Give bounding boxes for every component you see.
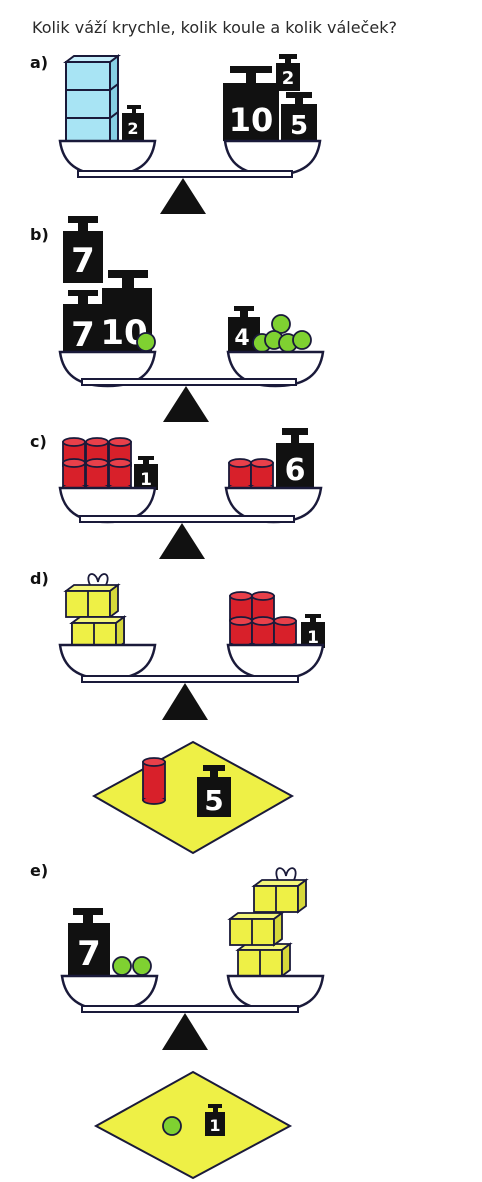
beam-b bbox=[81, 378, 297, 386]
weight-a-right-5: 5 bbox=[281, 92, 317, 142]
weight-diamond-e-1: 1 bbox=[205, 1104, 225, 1136]
weight-label: 7 bbox=[77, 934, 101, 974]
cylinder-group-c-right bbox=[228, 458, 274, 492]
page-title: Kolik váží krychle, kolik koule a kolik … bbox=[32, 18, 397, 37]
fulcrum-e bbox=[162, 1013, 208, 1050]
pan-right-a bbox=[223, 139, 322, 177]
cylinder-group-d bbox=[229, 591, 297, 650]
weight-e-7: 7 bbox=[68, 908, 110, 977]
pan-left-d bbox=[58, 643, 157, 681]
pan-right-d bbox=[226, 643, 325, 681]
weight-label: 2 bbox=[282, 68, 295, 89]
weight-label: 5 bbox=[204, 784, 223, 817]
cube-stack-a bbox=[63, 54, 121, 148]
part-label-a: a) bbox=[30, 53, 48, 72]
weight-b-4: 4 bbox=[228, 306, 260, 353]
part-label-b: b) bbox=[30, 225, 49, 244]
fulcrum-d bbox=[162, 683, 208, 720]
part-label-d: d) bbox=[30, 569, 49, 588]
pan-right-e bbox=[226, 974, 325, 1012]
fulcrum-c bbox=[159, 523, 205, 559]
beam-a bbox=[77, 170, 293, 178]
weight-label: 1 bbox=[140, 470, 152, 490]
weight-d-1: 1 bbox=[301, 614, 325, 648]
ball-b-left bbox=[136, 332, 156, 352]
weight-a-left-2: 2 bbox=[122, 105, 144, 141]
weight-a-right-10: 10 bbox=[223, 66, 279, 141]
beam-c bbox=[79, 515, 295, 523]
part-label-c: c) bbox=[30, 432, 47, 451]
gift-stack-d bbox=[65, 573, 125, 650]
gift-stack-e bbox=[229, 867, 307, 977]
weight-a-right-2: 2 bbox=[276, 54, 300, 91]
fulcrum-a bbox=[160, 178, 206, 214]
weight-label: 1 bbox=[307, 628, 319, 648]
ball-group-b bbox=[252, 314, 312, 353]
weight-label: 10 bbox=[229, 101, 274, 139]
ball-group-e bbox=[112, 956, 152, 976]
weight-c-1: 1 bbox=[134, 456, 158, 490]
part-label-e: e) bbox=[30, 861, 48, 880]
cylinder-group-c-left bbox=[62, 437, 132, 492]
weight-label: 7 bbox=[71, 241, 95, 281]
result-diamond-e bbox=[93, 1070, 293, 1180]
weight-label: 2 bbox=[127, 119, 138, 138]
pan-left-a bbox=[58, 139, 157, 177]
weight-diamond-d-5: 5 bbox=[197, 765, 231, 817]
fulcrum-b bbox=[163, 386, 209, 422]
beam-d bbox=[81, 675, 299, 683]
weight-label: 1 bbox=[209, 1116, 220, 1135]
result-diamond-d bbox=[91, 740, 295, 855]
weight-b-7-bottom: 7 bbox=[63, 290, 103, 356]
weight-label: 4 bbox=[234, 326, 249, 351]
pan-left-e bbox=[60, 974, 159, 1012]
beam-e bbox=[81, 1005, 299, 1013]
cylinder-diamond-d bbox=[142, 757, 166, 805]
weight-label: 7 bbox=[71, 315, 95, 355]
weight-c-6: 6 bbox=[276, 428, 314, 489]
weight-b-7-top: 7 bbox=[63, 216, 103, 283]
weight-label: 5 bbox=[290, 111, 308, 141]
weight-label: 6 bbox=[285, 453, 306, 488]
ball-diamond-e bbox=[162, 1116, 182, 1136]
